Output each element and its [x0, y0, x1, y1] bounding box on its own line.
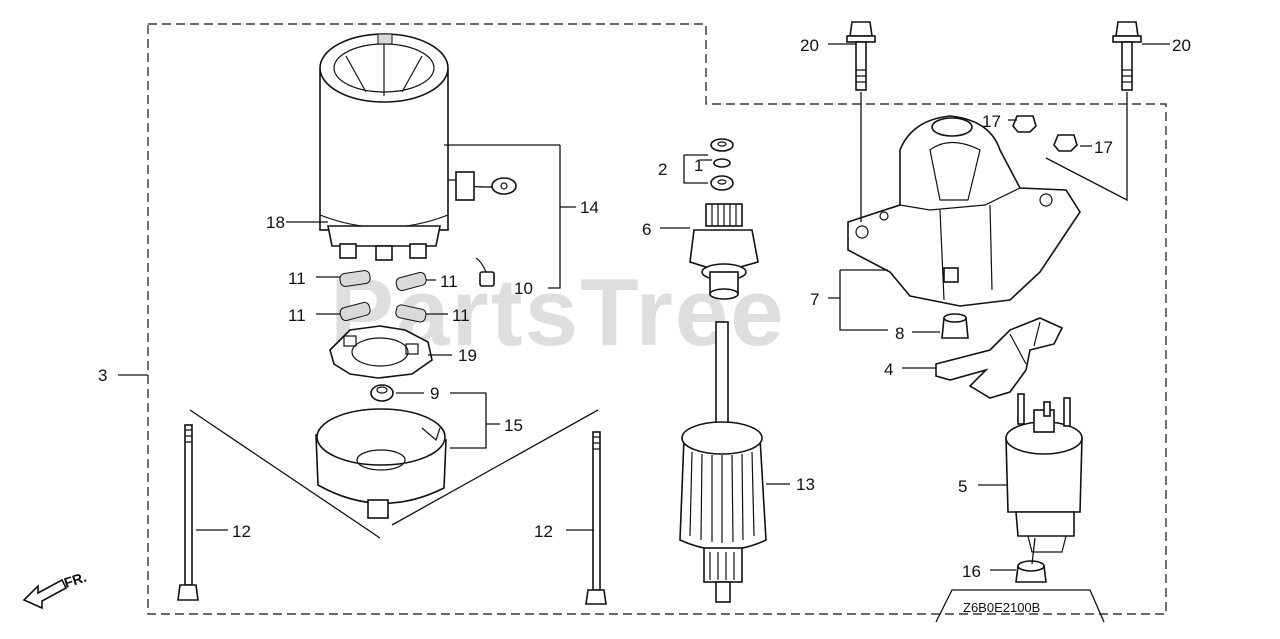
callout-11-bottom-right: 11 — [452, 306, 470, 325]
bolt-guide-lines-top — [860, 92, 1128, 222]
front-bracket-part — [847, 115, 1081, 307]
callout-18: 18 — [266, 213, 285, 232]
bushing-part — [370, 384, 394, 402]
brush-part — [475, 257, 495, 287]
callout-19: 19 — [458, 346, 477, 365]
through-bolt-right-part — [585, 431, 607, 605]
callout-8: 8 — [895, 324, 904, 343]
dust-cap-part — [941, 313, 969, 339]
assembly-boundary — [147, 23, 1167, 615]
callout-20-left: 20 — [800, 36, 819, 55]
callout-11-bottom-left: 11 — [288, 306, 306, 325]
direction-label: FR. — [62, 569, 88, 591]
callout-9: 9 — [430, 384, 439, 403]
armature-part — [679, 321, 767, 603]
callout-14: 14 — [580, 198, 599, 217]
callout-17-left: 17 — [982, 112, 1001, 131]
boot-part — [1015, 560, 1047, 583]
shift-lever-part — [935, 317, 1064, 399]
callout-6: 6 — [642, 220, 651, 239]
nuts-part — [1012, 115, 1078, 152]
callout-13: 13 — [796, 475, 815, 494]
diagram-code-box — [935, 589, 1105, 623]
callout-12-right: 12 — [534, 522, 553, 541]
leader-lines — [118, 43, 1170, 571]
callout-20-right: 20 — [1172, 36, 1191, 55]
solenoid-part — [1005, 393, 1083, 553]
callout-4: 4 — [884, 360, 893, 379]
yoke-assembly-part — [319, 33, 517, 261]
rear-cover-part — [315, 408, 447, 519]
callout-11-top-left: 11 — [288, 269, 306, 288]
through-bolt-left-part — [177, 424, 199, 601]
callout-11-top-right: 11 — [440, 272, 458, 291]
callout-16: 16 — [962, 562, 981, 581]
brush-springs-part — [339, 270, 427, 323]
callout-10: 10 — [514, 279, 533, 298]
callout-5: 5 — [958, 477, 967, 496]
callout-2: 2 — [658, 160, 667, 179]
callout-15: 15 — [504, 416, 523, 435]
bolt-left-part — [846, 21, 876, 91]
callout-1: 1 — [694, 156, 703, 175]
brush-holder-plate-part — [329, 325, 433, 379]
bolt-right-part — [1112, 21, 1142, 91]
callout-12-left: 12 — [232, 522, 251, 541]
front-direction-arrow-icon — [22, 578, 68, 610]
callout-3: 3 — [98, 366, 107, 385]
pinion-drive-part — [689, 203, 759, 300]
callout-17-right: 17 — [1094, 138, 1113, 157]
callout-7: 7 — [810, 290, 819, 309]
washers-part — [710, 138, 734, 191]
diagram-code: Z6B0E2100B — [963, 600, 1040, 615]
bolt-guide-lines — [189, 409, 599, 539]
